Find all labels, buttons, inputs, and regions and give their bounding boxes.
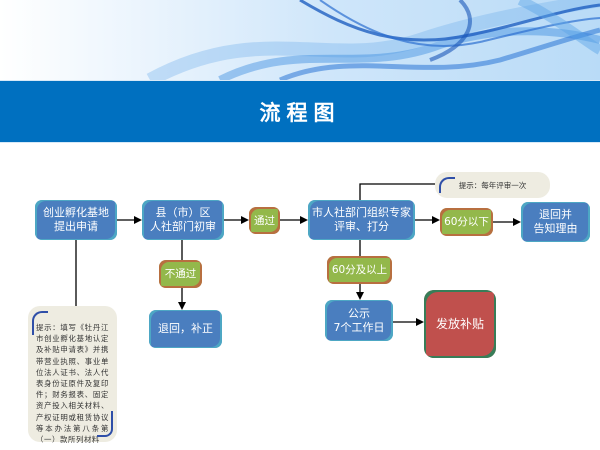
node-pass-label: 通过 [254, 214, 275, 227]
node-above-60: 60分及以上 [327, 256, 392, 284]
node-apply-line2: 提出申请 [54, 220, 98, 233]
node-expert-review: 市人社部门组织专家 评审、打分 [308, 200, 415, 240]
node-return-correct-label: 退回，补正 [158, 322, 213, 335]
node-return-reason-line1: 退回并 [539, 208, 572, 221]
header-wave-banner [0, 0, 600, 80]
page-title: 流程图 [259, 100, 341, 125]
node-subsidy-label: 发放补贴 [435, 317, 484, 331]
note-accent-icon [439, 177, 455, 193]
node-subsidy: 发放补贴 [424, 290, 496, 358]
node-below-60-label: 60分以下 [444, 216, 489, 228]
node-expert-review-line1: 市人社部门组织专家 [312, 206, 411, 219]
note-materials-text: 提示：填写《牡丹江市创业孵化基地认定及补贴申请表》并携带营业执照、事业单位法人证… [36, 323, 109, 445]
note-accent-icon [97, 411, 113, 437]
node-return-reason-line2: 告知理由 [533, 222, 578, 235]
note-annual-review-text: 提示：每年评审一次 [458, 180, 527, 190]
wave-decoration-icon [146, 0, 600, 80]
title-bar: 流程图 [0, 80, 600, 143]
note-annual-review: 提示：每年评审一次 [435, 172, 550, 198]
node-return-reason: 退回并 告知理由 [521, 202, 590, 242]
node-fail-label: 不通过 [164, 268, 197, 280]
node-publicity: 公示 7个工作日 [325, 300, 393, 341]
node-below-60: 60分以下 [440, 208, 493, 236]
node-initial-review-line1: 县（市）区 [155, 206, 211, 219]
node-apply: 创业孵化基地 提出申请 [35, 200, 117, 240]
node-initial-review-line2: 人社部门初审 [150, 220, 216, 233]
node-above-60-label: 60分及以上 [331, 264, 388, 276]
line-expert-to-annual-tip [359, 183, 435, 200]
note-materials: 提示：填写《牡丹江市创业孵化基地认定及补贴申请表》并携带营业执照、事业单位法人证… [28, 306, 117, 445]
node-publicity-line1: 公示 [348, 306, 370, 320]
node-apply-line1: 创业孵化基地 [43, 206, 109, 219]
note-accent-icon [32, 311, 48, 335]
node-publicity-line2: 7个工作日 [333, 320, 385, 334]
node-return-correct: 退回，补正 [149, 310, 222, 348]
node-pass: 通过 [249, 207, 280, 234]
node-initial-review: 县（市）区 人社部门初审 [142, 200, 224, 240]
node-fail: 不通过 [159, 260, 202, 288]
node-expert-review-line2: 评审、打分 [334, 220, 389, 233]
